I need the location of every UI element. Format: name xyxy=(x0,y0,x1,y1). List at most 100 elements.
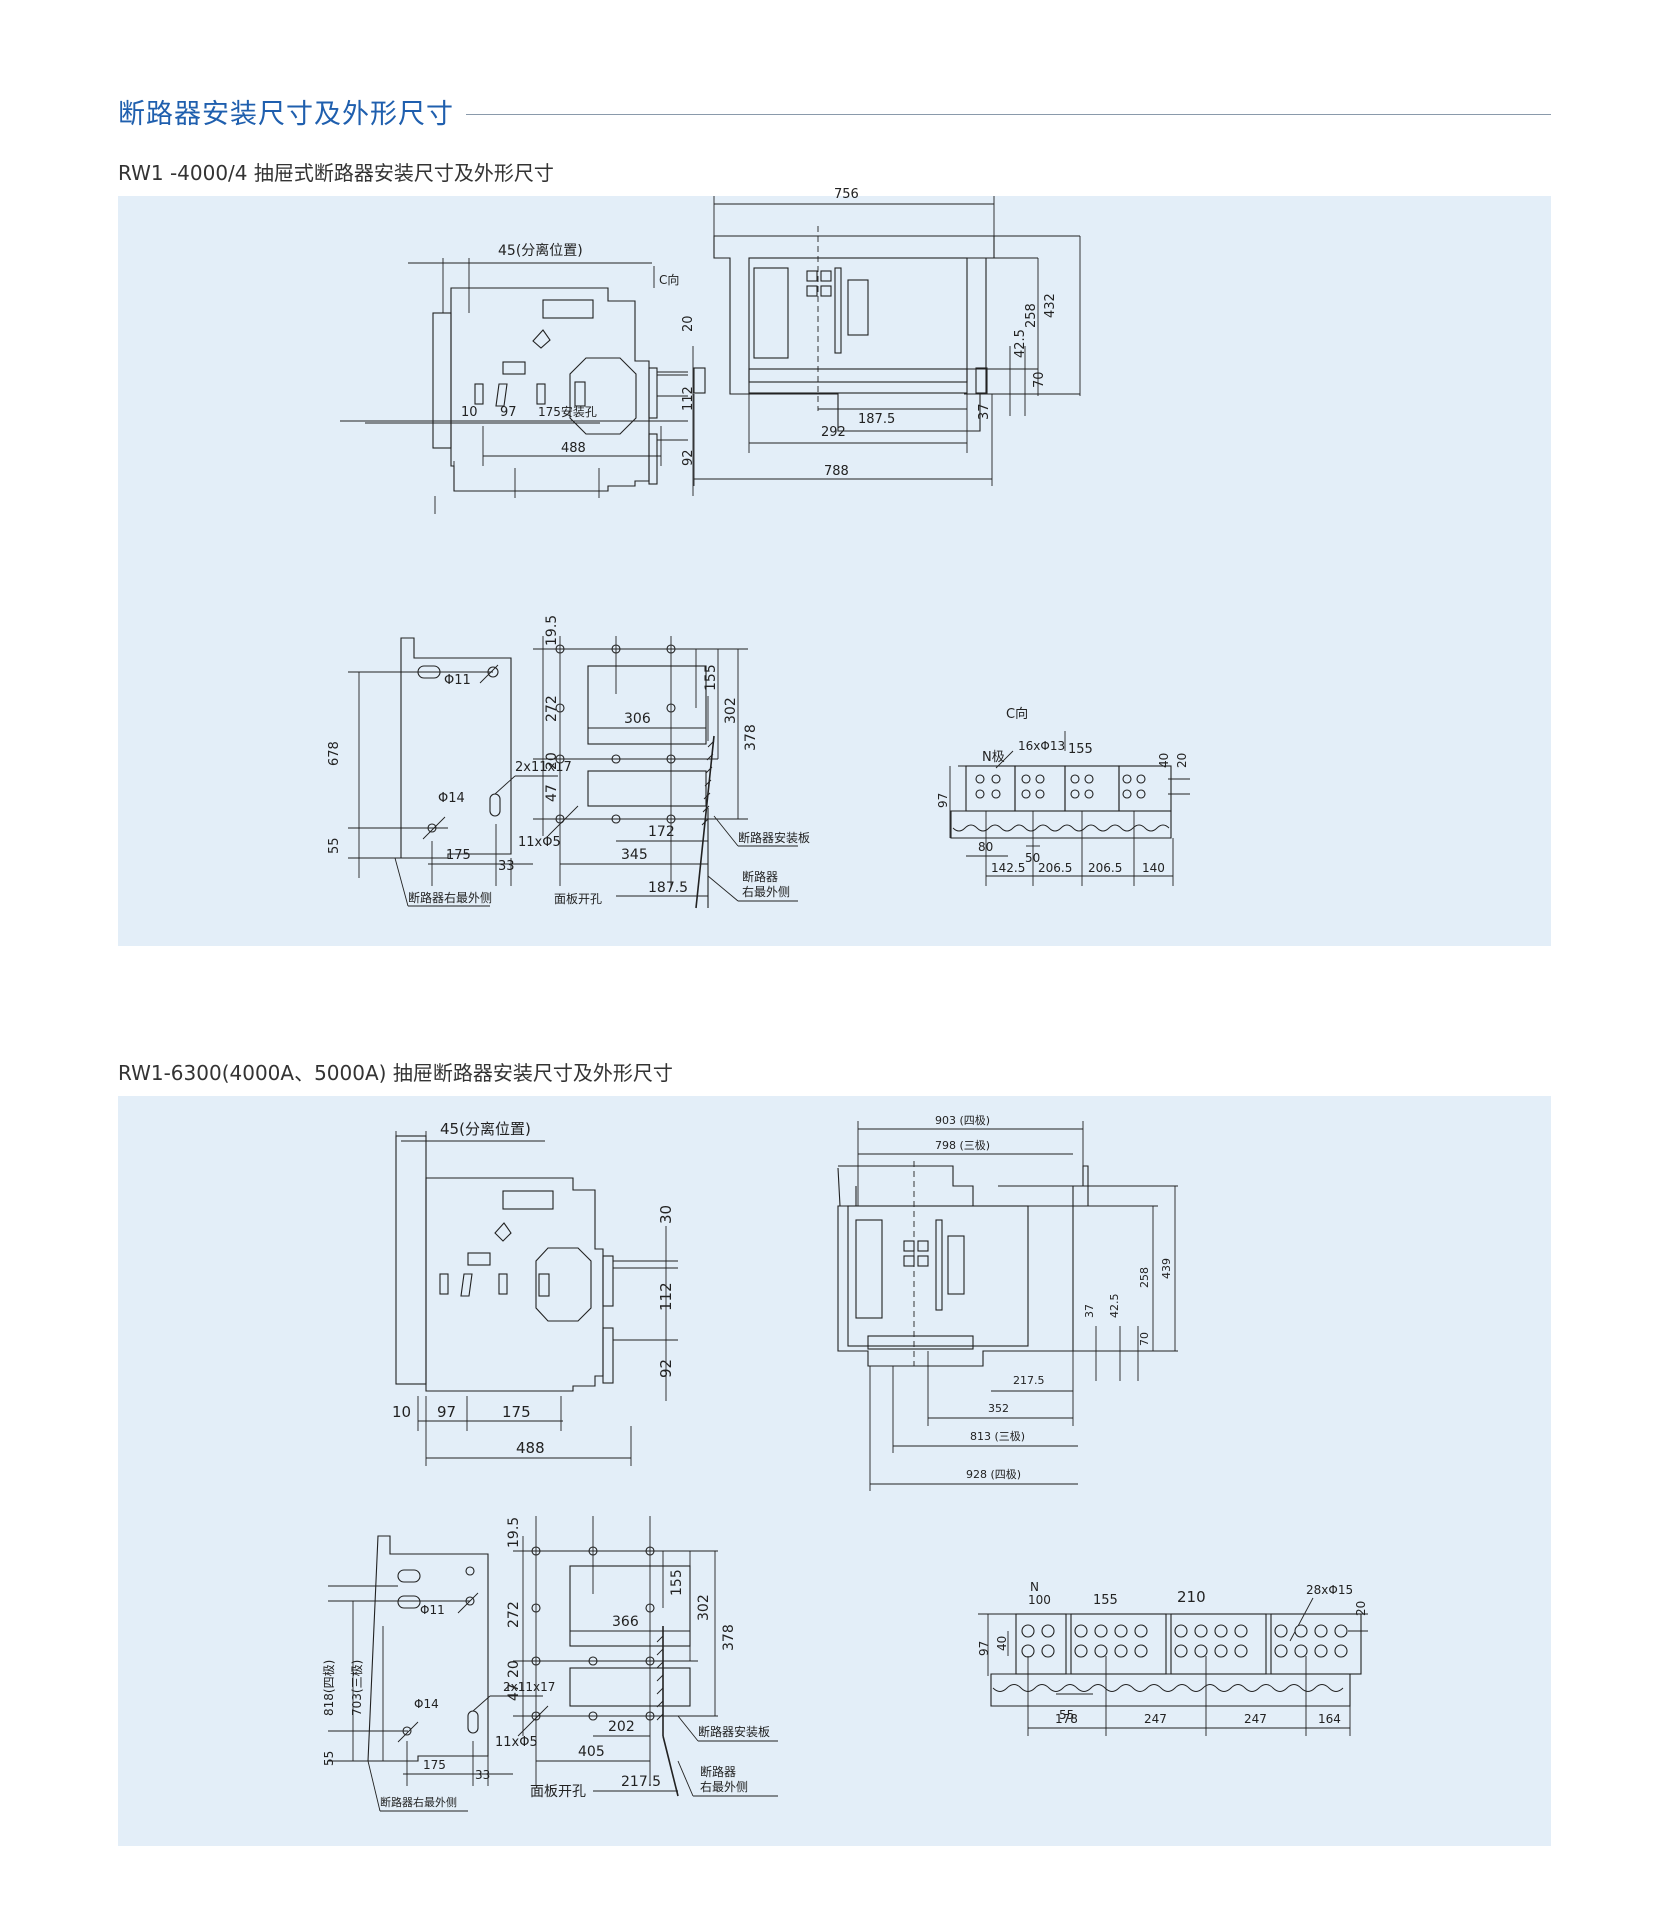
s2-cut-d47: 47 xyxy=(506,1683,522,1701)
s1-side-d175: 175安装孔 xyxy=(538,404,597,419)
s1-mount-view: 678 55 Φ11 Φ14 2x11x17 175 33 断路器右最外侧 xyxy=(327,637,572,907)
s1-front-view: 756 258 432 42.5 70 37 187.5 292 788 xyxy=(693,187,1081,486)
s1-c-d140: 140 xyxy=(1142,861,1165,875)
s1-side-cdir-label: C向 xyxy=(659,272,679,287)
s2-front-d42_5: 42.5 xyxy=(1108,1294,1121,1319)
s2-mount-phi11: Φ11 xyxy=(420,1603,445,1617)
s1-cut-d345: 345 xyxy=(621,847,648,863)
s2-mount-view: 818(四极) 703(三极) 55 Φ11 Φ14 2x11x17 175 3… xyxy=(322,1535,555,1812)
s2-cut-label: 面板开孔 xyxy=(530,1784,586,1800)
s1-mount-d678: 678 xyxy=(327,741,342,766)
s1-mount-d175: 175 xyxy=(446,848,471,863)
s2-mount-phi14: Φ14 xyxy=(414,1697,439,1711)
s2-c-d97: 97 xyxy=(977,1641,991,1656)
s1-c-d206_5b: 206.5 xyxy=(1088,861,1122,875)
section1-drawing: 45(分离位置) C向 20 112 92 10 97 175安装孔 488 xyxy=(327,187,1190,909)
s2-cutout-view: 19.5 272 20 47 155 302 378 366 202 405 2… xyxy=(495,1516,778,1800)
s1-front-d756: 756 xyxy=(834,187,859,202)
s2-front-d37: 37 xyxy=(1083,1304,1096,1318)
s1-side-view: 45(分离位置) C向 20 112 92 10 97 175安装孔 488 xyxy=(340,242,696,514)
s1-cutout-view: 19.5 272 20 47 155 302 378 306 172 345 1… xyxy=(518,615,810,909)
s2-side-d10: 10 xyxy=(392,1403,411,1421)
section1-drawing-panel: 45(分离位置) C向 20 112 92 10 97 175安装孔 488 xyxy=(118,187,1551,946)
s2-mount-note: 断路器右最外侧 xyxy=(380,1795,457,1809)
s1-c-d40: 40 xyxy=(1157,753,1171,768)
s2-side-d112: 112 xyxy=(657,1282,675,1311)
s2-c-d164: 164 xyxy=(1318,1712,1341,1726)
s1-cut-plate: 断路器安装板 xyxy=(738,830,810,845)
s2-side-d175: 175 xyxy=(502,1403,531,1421)
s1-cut-outer-b: 右最外侧 xyxy=(742,884,790,899)
s2-cut-outer-b: 右最外侧 xyxy=(700,1779,748,1794)
section2-subtitle: RW1-6300(4000A、5000A) 抽屉断路器安装尺寸及外形尺寸 xyxy=(118,1061,673,1085)
s2-c-d247b: 247 xyxy=(1244,1712,1267,1726)
s1-side-sep-label: 45(分离位置) xyxy=(498,242,583,259)
s2-front-d70: 70 xyxy=(1138,1332,1151,1346)
s1-cut-d155: 155 xyxy=(703,664,719,691)
s2-front-view: 903 (四极) 798 (三极) 258 439 37 42.5 70 217… xyxy=(837,1113,1178,1491)
section2-drawing-panel: 45(分离位置) 30 112 92 10 97 175 488 xyxy=(118,1096,1551,1846)
s2-front-d439: 439 xyxy=(1160,1258,1173,1279)
s2-cut-d217_5: 217.5 xyxy=(621,1774,661,1790)
s2-c-n: N xyxy=(1030,1580,1039,1594)
s1-c-d20: 20 xyxy=(1175,753,1189,768)
s1-c-d97: 97 xyxy=(936,793,950,808)
s2-side-d92: 92 xyxy=(657,1359,675,1378)
s1-c-d206_5a: 206.5 xyxy=(1038,861,1072,875)
s1-cut-d306: 306 xyxy=(624,711,651,727)
section1-subtitle: RW1 -4000/4 抽屉式断路器安装尺寸及外形尺寸 xyxy=(118,161,554,185)
s2-mount-d175: 175 xyxy=(423,1758,446,1772)
s2-c-d20: 20 xyxy=(1354,1601,1368,1616)
s2-c-d55: 55 xyxy=(1059,1708,1074,1722)
s2-cut-plate: 断路器安装板 xyxy=(698,1724,770,1739)
s1-c-d155: 155 xyxy=(1068,742,1093,757)
s1-front-d70: 70 xyxy=(1032,371,1047,388)
s2-cut-holes: 11xΦ5 xyxy=(495,1735,538,1750)
s1-side-d92: 92 xyxy=(681,449,696,466)
s2-cut-d19_5: 19.5 xyxy=(506,1517,522,1548)
s1-side-d10: 10 xyxy=(461,405,478,420)
s1-cut-label: 面板开孔 xyxy=(554,892,602,906)
s2-c-d100: 100 xyxy=(1028,1593,1051,1607)
s2-c-d155: 155 xyxy=(1093,1593,1118,1608)
s1-side-d488: 488 xyxy=(561,441,586,456)
s1-mount-d55: 55 xyxy=(327,837,342,854)
s1-side-d97: 97 xyxy=(500,405,517,420)
s2-c-holes-grid xyxy=(1021,1624,1348,1658)
s1-side-d20: 20 xyxy=(681,315,696,332)
s2-c-d40: 40 xyxy=(995,1636,1009,1651)
s2-cut-d202: 202 xyxy=(608,1719,635,1735)
s2-cut-d155: 155 xyxy=(669,1569,685,1596)
s2-cut-d302: 302 xyxy=(696,1594,712,1621)
s1-cut-d172: 172 xyxy=(648,824,675,840)
s1-mount-phi14: Φ14 xyxy=(438,791,465,806)
s2-mount-d55: 55 xyxy=(322,1751,336,1766)
s2-c-view: N 100 155 210 28xΦ15 97 40 20 55 xyxy=(977,1580,1368,1736)
s2-mount-d33: 33 xyxy=(475,1768,490,1782)
s2-cut-d366: 366 xyxy=(612,1614,639,1630)
section2-drawing: 45(分离位置) 30 112 92 10 97 175 488 xyxy=(322,1113,1368,1812)
s2-c-d210: 210 xyxy=(1177,1588,1206,1606)
s1-front-d42_5: 42.5 xyxy=(1013,329,1028,358)
s2-side-d488: 488 xyxy=(516,1439,545,1457)
s1-cut-d302: 302 xyxy=(723,697,739,724)
s1-side-d112: 112 xyxy=(681,386,696,411)
s1-c-title: C向 xyxy=(1006,706,1028,722)
s1-front-d187_5: 187.5 xyxy=(858,412,895,427)
page-title: 断路器安装尺寸及外形尺寸 xyxy=(118,99,454,130)
s2-front-d928: 928 (四极) xyxy=(966,1467,1021,1481)
s1-c-npole: N极 xyxy=(982,750,1005,765)
s2-front-d258: 258 xyxy=(1138,1267,1151,1288)
s1-cut-d20: 20 xyxy=(544,752,560,770)
s1-front-d432: 432 xyxy=(1043,293,1058,318)
s1-mount-note: 断路器右最外侧 xyxy=(408,890,492,905)
s2-cut-outer-a: 断路器 xyxy=(700,1764,736,1779)
s1-front-d292: 292 xyxy=(821,425,846,440)
s1-c-d142_5: 142.5 xyxy=(991,861,1025,875)
s1-front-d37: 37 xyxy=(977,403,992,420)
s1-cut-d272: 272 xyxy=(544,695,560,722)
s2-c-d178: 178 xyxy=(1055,1712,1078,1726)
s1-c-holes: 16xΦ13 xyxy=(1018,739,1065,753)
s1-cut-d378: 378 xyxy=(743,724,759,751)
s1-cut-d47: 47 xyxy=(544,784,560,802)
